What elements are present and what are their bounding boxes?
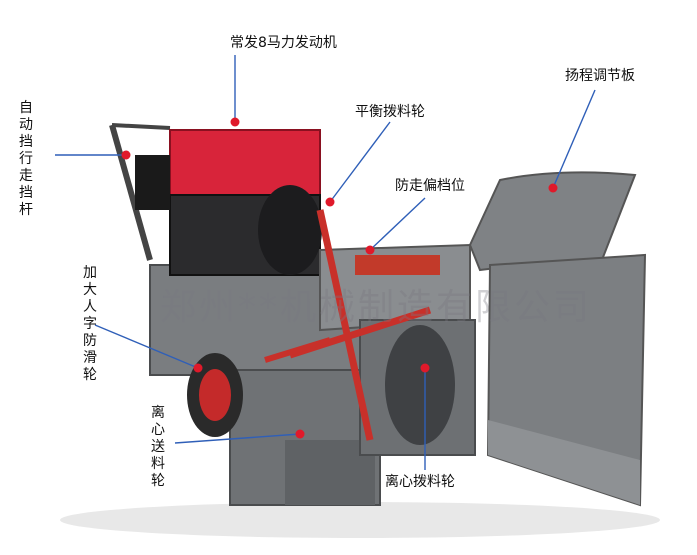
watermark: 郑州**机械制造有限公司 xyxy=(160,287,593,328)
warning-plate xyxy=(355,255,440,275)
tire-rim xyxy=(199,369,231,421)
balance-bar-2 xyxy=(316,209,374,441)
label-throw-plate: 扬程调节板 xyxy=(565,68,635,84)
fuel-tank xyxy=(135,155,170,210)
handle-lever xyxy=(109,124,153,261)
door-lower-plate xyxy=(488,420,640,505)
label-engine: 常发8马力发动机 xyxy=(230,35,337,51)
label-centrifugal-feed: 离心送料轮 xyxy=(151,405,165,489)
marker-dots xyxy=(121,117,558,439)
balance-bar-3 xyxy=(264,337,331,363)
pointer-lines xyxy=(55,55,596,470)
label-centrifugal-wheel: 离心拨料轮 xyxy=(385,474,455,490)
label-wide-tire: 加大人字防滑轮 xyxy=(83,265,97,383)
auger-opening xyxy=(385,325,455,445)
flywheel xyxy=(258,185,322,275)
label-auto-lever: 自动挡行走挡杆 xyxy=(19,100,33,218)
ground-shadow xyxy=(60,502,660,538)
label-anti-deviation: 防走偏档位 xyxy=(395,178,465,194)
label-balance-wheel: 平衡拨料轮 xyxy=(355,104,425,120)
handle-bar xyxy=(111,123,171,130)
